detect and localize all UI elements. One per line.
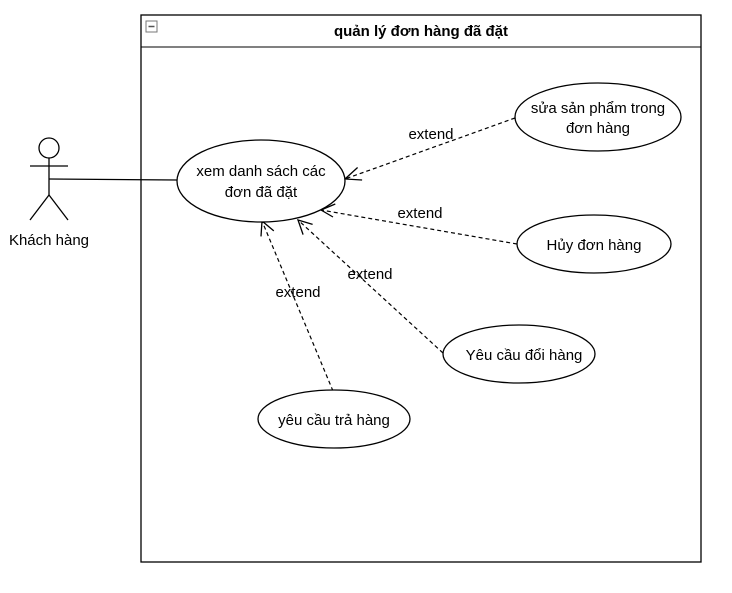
usecase-main-ellipse <box>176 139 346 223</box>
usecase-huy-don-hang[interactable]: Hủy đơn hàng <box>516 214 672 274</box>
usecase-edit-line-1: sửa sản phẩm trong <box>531 100 665 117</box>
usecase-exchange-ellipse <box>442 324 596 384</box>
system-title: quản lý đơn hàng đã đặt <box>334 23 508 40</box>
extend-return-label: extend <box>275 284 320 301</box>
usecase-edit-ellipse <box>514 82 682 152</box>
usecase-yeu-cau-tra-hang[interactable]: yêu cầu trả hàng <box>257 389 411 449</box>
actor-name: Khách hàng <box>9 232 89 249</box>
usecase-main-line-2: đơn đã đặt <box>225 184 298 201</box>
actor-left-leg <box>29 194 50 221</box>
actor-khach-hang[interactable]: Khách hàng <box>9 137 89 249</box>
usecase-xem-danh-sach[interactable]: xem danh sách các đơn đã đặt <box>176 139 346 223</box>
extend-exchange-label: extend <box>347 266 392 283</box>
usecase-cancel-line-1: Hủy đơn hàng <box>547 237 642 254</box>
extend-cancel-label: extend <box>397 205 442 222</box>
extend-exchange-relation: extend <box>296 219 444 354</box>
extend-exchange-line <box>297 219 444 354</box>
association-line <box>48 178 178 181</box>
extend-edit-line <box>344 117 516 180</box>
usecase-edit-line-2: đơn hàng <box>566 120 630 137</box>
actor-right-leg <box>48 194 69 221</box>
extend-edit-label: extend <box>408 126 453 143</box>
actor-head <box>38 137 60 159</box>
usecase-yeu-cau-doi-hang[interactable]: Yêu cầu đổi hàng <box>442 324 596 384</box>
usecase-return-line-1: yêu cầu trả hàng <box>278 412 390 429</box>
usecase-main-line-1: xem danh sách các <box>196 163 326 180</box>
extend-cancel-line <box>320 209 518 245</box>
extend-exchange-arrowhead <box>296 219 313 235</box>
usecase-exchange-line-1: Yêu cầu đổi hàng <box>466 347 583 364</box>
usecase-sua-san-pham[interactable]: sửa sản phẩm trong đơn hàng <box>514 82 682 152</box>
extend-return-line <box>261 220 334 392</box>
usecase-cancel-ellipse <box>516 214 672 274</box>
minus-box-icon[interactable] <box>145 20 158 33</box>
usecase-return-ellipse <box>257 389 411 449</box>
